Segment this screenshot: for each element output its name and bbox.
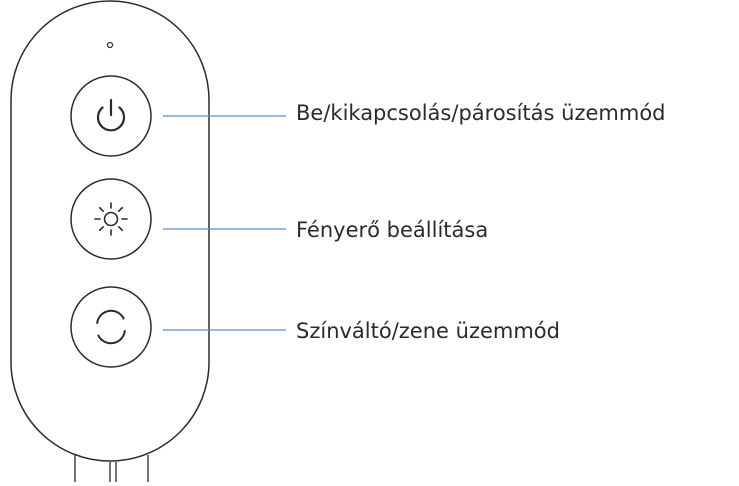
brightness-label: Fényerő beállítása <box>296 218 489 242</box>
mode-button[interactable] <box>70 286 152 368</box>
brightness-icon <box>94 202 128 236</box>
cycle-icon <box>96 309 126 345</box>
power-icon <box>96 98 126 132</box>
cable <box>74 455 149 482</box>
indicator-light <box>106 41 114 49</box>
brightness-button[interactable] <box>70 178 152 260</box>
power-label: Be/kikapcsolás/párosítás üzemmód <box>296 101 666 125</box>
mode-label: Színváltó/zene üzemmód <box>296 319 560 343</box>
leader-lines <box>163 115 286 331</box>
power-button[interactable] <box>70 75 152 157</box>
